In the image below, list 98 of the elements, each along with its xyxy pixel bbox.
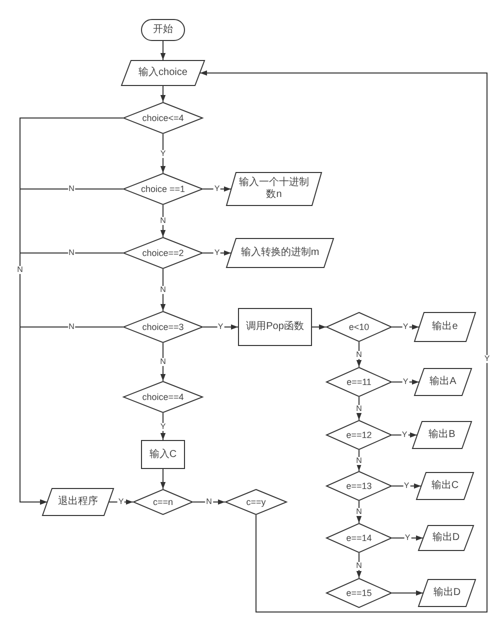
decision-diamond (326, 578, 392, 608)
condition-text: e==15 (346, 588, 372, 598)
edge-label: N (355, 456, 363, 464)
start-terminal (141, 19, 185, 41)
condition-text: choice==2 (142, 248, 184, 258)
edge-label: N (16, 266, 24, 274)
condition-text: c==n (152, 496, 174, 508)
io-parallelogram (226, 172, 322, 206)
decision-diamond (326, 420, 392, 450)
io-parallelogram (226, 238, 334, 268)
flow-arrow (356, 450, 362, 472)
decision-diamond (123, 311, 203, 343)
edge-label: Y (402, 482, 410, 490)
condition-text: e==12 (346, 430, 372, 440)
flow-arrow (160, 86, 166, 102)
edge-label: Y (213, 185, 221, 193)
flow-arrow (312, 324, 326, 330)
decision-diamond (326, 523, 392, 553)
flow-arrow (20, 326, 124, 505)
io-parallelogram (418, 525, 474, 551)
flow-arrow (160, 468, 166, 490)
edge-label: Y (400, 431, 408, 439)
edge-label: Y (483, 354, 491, 362)
edge-label: N (355, 562, 363, 570)
condition-text: choice==3 (142, 322, 184, 332)
decision-diamond (326, 367, 392, 397)
io-parallelogram (412, 421, 472, 449)
flow-arrow (160, 40, 166, 60)
io-text: 输出D (433, 587, 461, 599)
decision-diamond (225, 489, 287, 515)
io-parallelogram (416, 472, 474, 500)
flow-arrow (392, 590, 424, 596)
process-text: 输入C (149, 448, 177, 460)
process-box (141, 440, 185, 469)
flow-arrow (108, 499, 134, 505)
io-parallelogram (414, 368, 472, 396)
edge-label: N (205, 498, 213, 506)
decision-diamond (123, 102, 203, 134)
flow-arrow (160, 204, 166, 238)
condition-text: e==13 (346, 480, 372, 492)
edge-label: Y (159, 422, 167, 430)
flow-arrow (392, 535, 424, 541)
io-text: 输出e (432, 321, 458, 333)
flow-arrow (160, 268, 166, 312)
flow-arrow (202, 324, 238, 330)
flow-arrow (160, 342, 166, 382)
edge-label: Y (402, 378, 410, 386)
flow-arrow (392, 432, 418, 438)
edge-label: N (68, 323, 76, 331)
flow-arrow (200, 70, 488, 612)
condition-text: choice ==1 (140, 184, 186, 194)
terminal-text: 开始 (153, 24, 173, 36)
edge-label: Y (404, 534, 412, 542)
io-text: 输出D (432, 532, 460, 544)
io-parallelogram (414, 312, 476, 342)
io-text: 输出C (431, 480, 459, 492)
io-parallelogram (42, 488, 114, 516)
decision-diamond (123, 173, 203, 205)
edge-label: Y (117, 498, 125, 506)
edge-label: N (355, 404, 363, 412)
decision-diamond (326, 471, 392, 501)
edge-label: N (355, 508, 363, 516)
flow-arrow (392, 324, 420, 330)
process-text: 调用Pop函数 (246, 321, 304, 333)
flow-arrow (192, 499, 226, 505)
edge-label: N (68, 185, 76, 193)
condition-text: c==y (246, 496, 266, 508)
flow-arrow (392, 483, 422, 489)
decision-diamond (326, 312, 392, 342)
process-box (238, 308, 312, 346)
io-text: 退出程序 (58, 496, 98, 508)
condition-text: e<10 (348, 322, 370, 332)
flow-arrow (202, 250, 232, 256)
io-text: 输出A (430, 376, 456, 388)
decision-diamond (123, 381, 203, 413)
edge-label: Y (216, 323, 224, 331)
condition-text: e==11 (346, 376, 372, 388)
condition-text: choice==4 (142, 392, 184, 402)
edge-label: N (68, 249, 76, 257)
edge-label: N (355, 350, 363, 358)
edge-label: Y (159, 150, 167, 158)
edge-label: Y (213, 249, 221, 257)
io-text: 输入choice (138, 67, 188, 79)
edge-label: Y (402, 323, 410, 331)
io-text: 输入一个十进制数n (238, 177, 310, 201)
edge-label: N (159, 217, 167, 225)
io-text: 输入转换的进制m (240, 247, 320, 259)
io-parallelogram (121, 60, 205, 86)
flow-arrow (392, 379, 420, 385)
edge-label: N (159, 358, 167, 366)
condition-text: choice<=4 (142, 112, 184, 124)
io-text: 输出B (428, 429, 456, 441)
edge-label: N (159, 286, 167, 294)
io-parallelogram (418, 579, 476, 607)
decision-diamond (123, 237, 203, 269)
decision-diamond (133, 489, 193, 515)
condition-text: e==14 (346, 532, 372, 544)
flow-arrow (202, 186, 232, 192)
